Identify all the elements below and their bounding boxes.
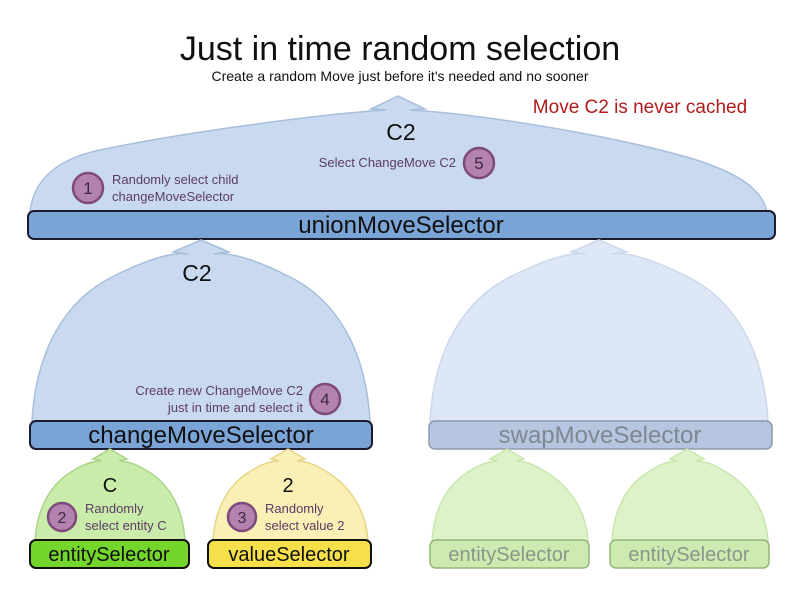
- union-move-selector-bar: [27, 210, 776, 240]
- step-2-circle: [46, 501, 78, 533]
- change-output-label: C2: [182, 260, 211, 286]
- swap-output-arch: [429, 239, 769, 422]
- step-4-number: 4: [320, 390, 329, 409]
- step-1-text-line2: changeMoveSelector: [112, 189, 235, 204]
- step-5-circle: [462, 146, 496, 180]
- page-title: Just in time random selection: [180, 30, 620, 68]
- change-move-selector-label: changeMoveSelector: [88, 422, 313, 449]
- step-3-text-line2: select value 2: [265, 518, 345, 533]
- entity-selector-label: entitySelector: [48, 544, 170, 566]
- faded-entity-selector-label-left: entitySelector: [448, 544, 570, 566]
- value-selector-label: valueSelector: [228, 544, 350, 566]
- step-4-text-line1: Create new ChangeMove C2: [135, 383, 303, 398]
- entity-output-label: C: [103, 475, 117, 497]
- union-output-label: C2: [386, 119, 415, 145]
- faded-entity-selector-bar-right: [609, 539, 770, 569]
- step-1-number: 1: [83, 179, 92, 198]
- swap-move-selector-bar: [428, 420, 773, 450]
- union-move-selector-label: unionMoveSelector: [298, 212, 503, 239]
- step-3-circle: [226, 501, 258, 533]
- faded-entity-selector-bar-left: [429, 539, 590, 569]
- page-subtitle: Create a random Move just before it's ne…: [211, 68, 588, 84]
- step-5-number: 5: [474, 154, 483, 173]
- union-output-arch: [29, 95, 768, 213]
- faded-entity-arch-left: [431, 448, 589, 542]
- step-1-text-line1: Randomly select child: [112, 172, 238, 187]
- step-4-circle: [308, 382, 342, 416]
- step-2-text-line2: select entity C: [85, 518, 167, 533]
- step-3-text-line1: Randomly: [265, 501, 324, 516]
- step-5-text: Select ChangeMove C2: [319, 155, 456, 170]
- entity-selector-bar: [29, 539, 190, 569]
- note-never-cached: Move C2 is never cached: [533, 97, 747, 118]
- change-output-arch: [31, 239, 371, 422]
- step-2-text-line1: Randomly: [85, 501, 144, 516]
- step-3-number: 3: [238, 510, 247, 527]
- step-2-number: 2: [58, 510, 67, 527]
- faded-entity-selector-label-right: entitySelector: [628, 544, 750, 566]
- value-output-label: 2: [282, 475, 293, 497]
- swap-move-selector-label: swapMoveSelector: [499, 422, 702, 449]
- faded-entity-arch-right: [611, 448, 769, 542]
- step-1-circle: [71, 171, 105, 205]
- step-4-text-line2: just in time and select it: [167, 400, 304, 415]
- change-move-selector-bar: [29, 420, 373, 450]
- value-selector-bar: [207, 539, 372, 569]
